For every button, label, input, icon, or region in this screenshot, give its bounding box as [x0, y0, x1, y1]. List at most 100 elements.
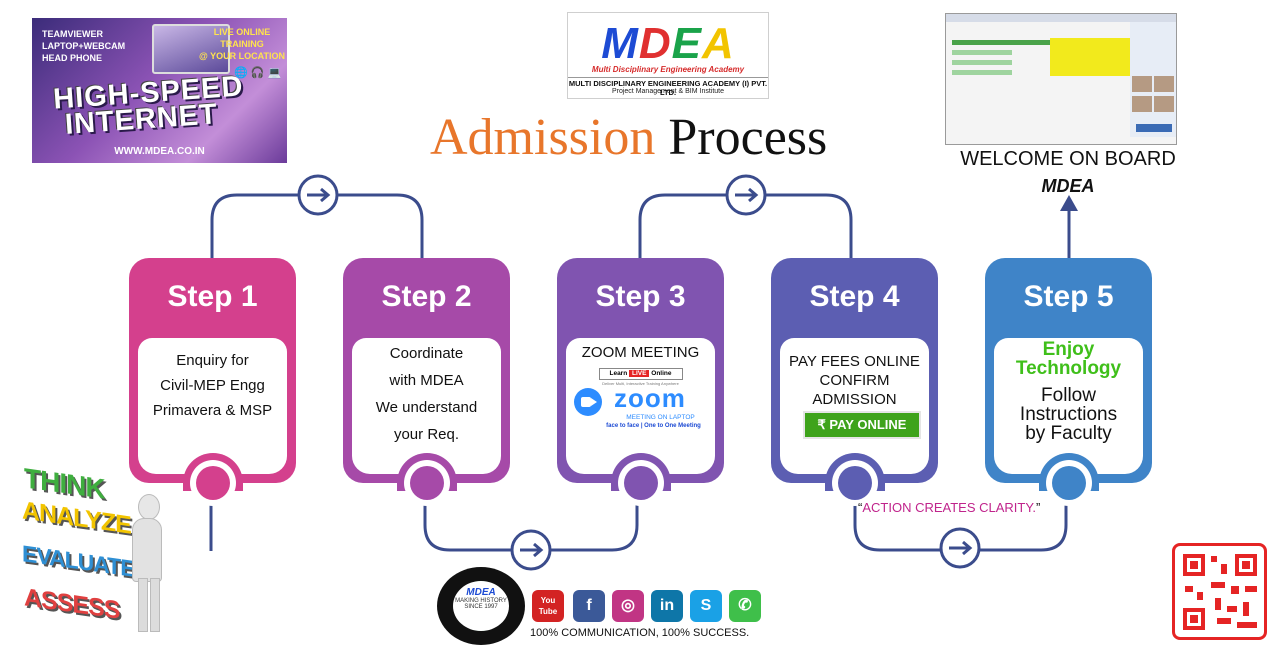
step-3-content: ZOOM MEETING Learn LIVE Online Deliver M… [566, 338, 715, 474]
zoom-subtitle-2: face to face | One to One Meeting [606, 423, 701, 429]
step-2-line: Coordinate [389, 345, 464, 362]
step-2-card: Step 2 Coordinate with MDEA We understan… [343, 258, 510, 506]
step-1-line: Civil-MEP Engg [160, 377, 265, 394]
step-2-line: We understand [375, 399, 478, 416]
mdea-logo: MDEA Multi Disciplinary Engineering Acad… [567, 12, 769, 99]
step-1-line: Primavera & MSP [152, 402, 273, 419]
action-quote: “ACTION CREATES CLARITY.” [858, 500, 1040, 515]
logo-letter-a: A [702, 19, 735, 68]
participant-avatar [1132, 76, 1152, 92]
skype-icon[interactable]: S [690, 590, 722, 622]
quote-text: ACTION CREATES CLARITY. [862, 500, 1036, 515]
arrow-node-4 [939, 527, 981, 569]
promo-line: LAPTOP+WEBCAM [42, 41, 126, 51]
logo-letter-d: D [638, 19, 672, 68]
youtube-icon[interactable]: You Tube [532, 590, 564, 622]
device-icons: 🌐 🎧 💻 [234, 67, 282, 79]
step-2-content: Coordinate with MDEA We understand your … [352, 338, 501, 474]
screenshot-row [952, 70, 1012, 75]
step-2-line: your Req. [393, 426, 460, 443]
think-analyze-figure: THINK ANALYZE EVALUATE ASSESS [20, 460, 170, 640]
promo-line: LIVE ONLINE TRAINING [213, 27, 271, 49]
promo-line: TEAMVIEWER [42, 29, 104, 39]
step-5-green-line: Technology [1015, 358, 1122, 379]
participant-avatar [1154, 76, 1174, 92]
step-4-line: CONFIRM [819, 372, 890, 389]
zoom-subtitle: MEETING ON LAPTOP [626, 414, 695, 421]
tagline: 100% COMMUNICATION, 100% SUCCESS. [530, 627, 750, 639]
badge-online: Online [651, 370, 672, 377]
title-word-admission: Admission [430, 109, 656, 166]
screenshot-row [952, 50, 1012, 55]
step-3-heading: ZOOM MEETING [581, 344, 700, 361]
word-analyze: ANALYZE [22, 496, 131, 540]
quote-open: “ [858, 500, 863, 515]
instagram-icon[interactable]: ◎ [612, 590, 644, 622]
whatsapp-icon[interactable]: ✆ [729, 590, 761, 622]
step-4-line: PAY FEES ONLINE [789, 353, 920, 370]
step-4-card: Step 4 PAY FEES ONLINE CONFIRM ADMISSION… [771, 258, 938, 506]
step-5-green-line: Enjoy [1042, 339, 1095, 360]
logo-letter-e: E [671, 19, 702, 68]
step-3-label: Step 3 [595, 280, 686, 313]
step-2-line: with MDEA [389, 372, 464, 389]
step-4-notch [824, 453, 885, 506]
step-5-content: Enjoy Technology Follow Instructions by … [994, 338, 1143, 474]
learn-live-badge: Learn LIVE Online [598, 368, 683, 380]
word-evaluate: EVALUATE [22, 540, 135, 582]
step-3-card: Step 3 ZOOM MEETING Learn LIVE Online De… [557, 258, 724, 506]
thinker-body [132, 518, 162, 582]
facebook-icon[interactable]: f [573, 590, 605, 622]
logo-tagline: Multi Disciplinary Engineering Academy [591, 65, 745, 74]
thinker-leg [150, 578, 160, 632]
badge-subtext: Deliver Multi, Interactive Training Anyw… [602, 381, 679, 386]
logo-full-name: MULTI DISCIPLINARY ENGINEERING ACADEMY (… [568, 77, 768, 97]
step-5-line: by Faculty [1025, 423, 1112, 444]
badge-live: LIVE [629, 370, 650, 377]
qr-code[interactable] [1172, 543, 1267, 640]
screenshot-button [1136, 124, 1172, 132]
participant-avatar [1132, 96, 1152, 112]
step-2-label: Step 2 [381, 280, 472, 313]
step-1-notch [182, 453, 243, 506]
logo-subtitle: Project Management & BIM Institute [611, 88, 725, 95]
step-1-label: Step 1 [167, 280, 258, 313]
badge-learn: Learn [609, 370, 628, 377]
welcome-brand: MDEA [1041, 176, 1095, 196]
arrow-node-1 [297, 174, 339, 216]
pay-online-button[interactable]: ₹ PAY ONLINE [803, 411, 921, 439]
linkedin-icon[interactable]: in [651, 590, 683, 622]
zoom-wordmark: zoom [614, 383, 686, 413]
step-5-line: Follow [1041, 385, 1096, 406]
mdea-seal: MDEA MAKING HISTORY SINCE 1997 [437, 567, 525, 645]
zoom-camera-icon [574, 388, 602, 416]
seal-line: SINCE 1997 [464, 604, 498, 610]
screenshot-row [952, 60, 1012, 65]
step-1-card: Step 1 Enquiry for Civil-MEP Engg Primav… [129, 258, 296, 506]
thinker-leg [138, 578, 148, 632]
word-assess: ASSESS [24, 583, 120, 625]
gantt-area [1050, 38, 1130, 76]
welcome-heading: WELCOME ON BOARD [960, 148, 1176, 170]
thinker-head [138, 494, 160, 520]
step-5-line: Instructions [1019, 404, 1118, 425]
seal-line: MAKING HISTORY [455, 598, 507, 604]
logo-mark: MDEA [568, 19, 768, 69]
promo-website: WWW.MDEA.CO.IN [114, 146, 205, 157]
step-4-line: ADMISSION [812, 391, 897, 408]
logo-letter-m: M [601, 19, 639, 68]
step-1-content: Enquiry for Civil-MEP Engg Primavera & M… [138, 338, 287, 474]
quote-close: ” [1035, 500, 1041, 515]
step-4-content: PAY FEES ONLINE CONFIRM ADMISSION ₹ PAY … [780, 338, 929, 474]
promo-headline: HIGH-SPEED INTERNET [52, 70, 246, 140]
high-speed-internet-banner: TEAMVIEWER LAPTOP+WEBCAM HEAD PHONE LIVE… [32, 18, 287, 163]
step-1-line: Enquiry for [176, 352, 249, 369]
step-5-card: Step 5 Enjoy Technology Follow Instructi… [985, 258, 1152, 506]
step-2-notch [396, 453, 457, 506]
step-5-notch [1038, 453, 1099, 506]
title-word-process: Process [668, 109, 828, 166]
step-3-notch [610, 453, 671, 506]
arrow-node-3 [725, 174, 767, 216]
promo-line: @ YOUR LOCATION [199, 51, 285, 61]
software-screenshot [945, 13, 1177, 145]
